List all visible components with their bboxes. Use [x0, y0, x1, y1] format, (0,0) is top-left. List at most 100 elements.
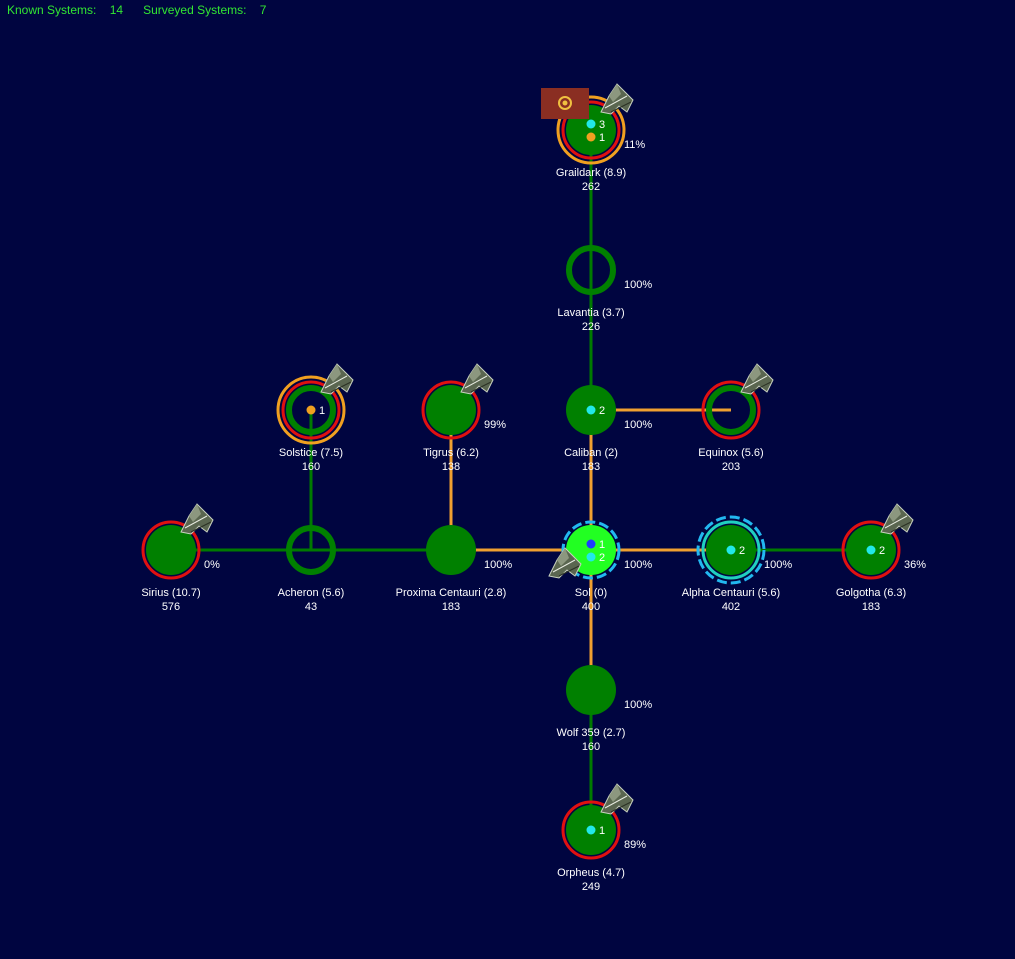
- system-population: 43: [305, 601, 317, 613]
- system-caliban[interactable]: 2 100% Caliban (2) 183: [564, 385, 652, 473]
- fleet-icon[interactable]: [880, 503, 914, 535]
- survey-percent: 100%: [624, 279, 652, 291]
- ship-count: 2: [599, 405, 605, 417]
- threat-ring: [841, 520, 901, 580]
- survey-percent: 100%: [764, 559, 792, 571]
- system-body[interactable]: [426, 385, 476, 435]
- survey-percent: 0%: [204, 559, 220, 571]
- survey-percent: 89%: [624, 839, 646, 851]
- sensor-ring-dashed: [561, 520, 621, 580]
- ship-count: 2: [599, 552, 605, 564]
- threat-ring: [141, 520, 201, 580]
- system-body[interactable]: [566, 665, 616, 715]
- system-population: 160: [302, 461, 320, 473]
- system-population: 249: [582, 881, 600, 893]
- status-bar: Known Systems: 14 Surveyed Systems: 7: [7, 3, 286, 17]
- system-population: 402: [722, 601, 740, 613]
- ship-count: 1: [599, 539, 605, 551]
- fleet-icon[interactable]: [740, 363, 774, 395]
- system-population: 160: [582, 741, 600, 753]
- system-body[interactable]: [286, 525, 336, 575]
- system-acheron[interactable]: Acheron (5.6) 43: [278, 525, 345, 613]
- system-alpha[interactable]: 2 100% Alpha Centauri (5.6) 402: [682, 515, 793, 613]
- system-name: Solstice (7.5): [279, 447, 343, 459]
- ship-count: 1: [599, 825, 605, 837]
- system-body[interactable]: [146, 525, 196, 575]
- ship-count: 1: [599, 132, 605, 144]
- fleet-icon[interactable]: [600, 83, 634, 115]
- system-name: Wolf 359 (2.7): [557, 727, 626, 739]
- empire-flag-icon[interactable]: [541, 88, 589, 119]
- system-population: 576: [162, 601, 180, 613]
- jump-links: [171, 130, 871, 830]
- system-name: Tigrus (6.2): [423, 447, 479, 459]
- system-name: Acheron (5.6): [278, 587, 345, 599]
- alien-ring: [276, 375, 346, 445]
- survey-percent: 100%: [624, 419, 652, 431]
- system-lavantia[interactable]: 100% Lavantia (3.7) 226: [557, 245, 652, 333]
- ship-dot: [306, 405, 316, 415]
- system-name: Sirius (10.7): [141, 587, 200, 599]
- system-sol[interactable]: 12 100% Sol (0) 400: [548, 520, 652, 613]
- system-name: Caliban (2): [564, 447, 618, 459]
- known-systems: Known Systems: 14: [7, 3, 124, 17]
- system-name: Lavantia (3.7): [557, 307, 624, 319]
- fleet-icon[interactable]: [180, 503, 214, 535]
- system-body[interactable]: [426, 525, 476, 575]
- threat-ring: [701, 380, 761, 440]
- system-body[interactable]: [706, 385, 756, 435]
- sensor-ring: [701, 520, 761, 580]
- system-name: Golgotha (6.3): [836, 587, 906, 599]
- fleet-icon[interactable]: [548, 547, 582, 579]
- system-body[interactable]: [566, 245, 616, 295]
- system-equinox[interactable]: Equinox (5.6) 203: [698, 363, 774, 473]
- fleet-icon[interactable]: [460, 363, 494, 395]
- ship-dot: [586, 539, 596, 549]
- ship-dot: [586, 132, 596, 142]
- threat-ring: [561, 100, 621, 160]
- survey-percent: 100%: [484, 559, 512, 571]
- ship-dot: [866, 545, 876, 555]
- ship-dot: [586, 119, 596, 129]
- system-population: 183: [442, 601, 460, 613]
- system-name: Equinox (5.6): [698, 447, 763, 459]
- fleet-icon[interactable]: [320, 363, 354, 395]
- ship-dot: [586, 825, 596, 835]
- system-name: Proxima Centauri (2.8): [396, 587, 507, 599]
- system-population: 262: [582, 181, 600, 193]
- system-sirius[interactable]: 0% Sirius (10.7) 576: [141, 503, 220, 613]
- ship-count: 2: [739, 545, 745, 557]
- system-proxima[interactable]: 100% Proxima Centauri (2.8) 183: [396, 525, 513, 613]
- system-population: 226: [582, 321, 600, 333]
- system-golgotha[interactable]: 2 36% Golgotha (6.3) 183: [836, 503, 926, 613]
- survey-percent: 100%: [624, 699, 652, 711]
- threat-ring: [421, 380, 481, 440]
- ship-dot: [726, 545, 736, 555]
- system-name: Graildark (8.9): [556, 167, 626, 179]
- alien-ring: [556, 95, 626, 165]
- system-name: Sol (0): [575, 587, 607, 599]
- threat-ring: [281, 380, 341, 440]
- ship-dot: [586, 552, 596, 562]
- system-orpheus[interactable]: 1 89% Orpheus (4.7) 249: [557, 783, 646, 893]
- system-tigrus[interactable]: 99%Tigrus (6.2)138: [421, 363, 506, 473]
- system-body[interactable]: [286, 385, 336, 435]
- ship-dot: [586, 405, 596, 415]
- system-name: Alpha Centauri (5.6): [682, 587, 780, 599]
- system-wolf[interactable]: 100% Wolf 359 (2.7) 160: [557, 665, 653, 753]
- survey-percent: 99%: [484, 419, 506, 431]
- system-name: Orpheus (4.7): [557, 867, 625, 879]
- system-population: 400: [582, 601, 600, 613]
- survey-percent: 100%: [624, 559, 652, 571]
- surveyed-systems: Surveyed Systems: 7: [143, 3, 267, 17]
- fleet-icon[interactable]: [600, 783, 634, 815]
- system-population: 203: [722, 461, 740, 473]
- system-population: 183: [862, 601, 880, 613]
- survey-percent: 36%: [904, 559, 926, 571]
- system-population: 183: [582, 461, 600, 473]
- ship-count: 2: [879, 545, 885, 557]
